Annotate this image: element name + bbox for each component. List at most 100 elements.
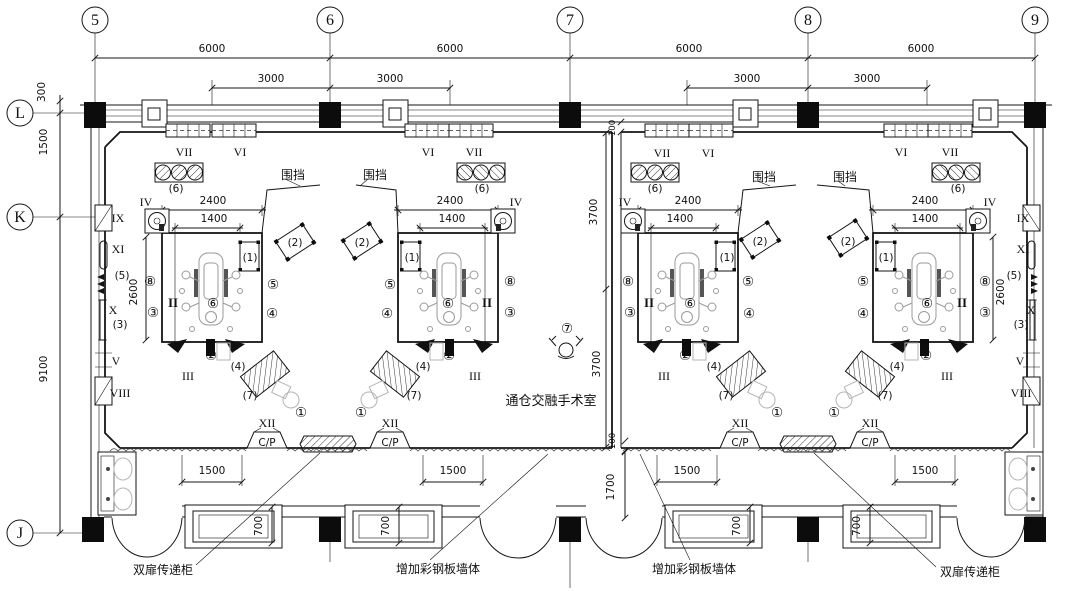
- mark-c4: ④: [266, 306, 278, 322]
- mark-p2: (2): [753, 236, 768, 248]
- dim-700: 700: [731, 516, 743, 536]
- mark-IX: IX: [112, 211, 125, 225]
- mark-III: III: [182, 369, 194, 383]
- dim-3000: 3000: [854, 73, 881, 85]
- dim-700: 700: [851, 516, 863, 536]
- leader-line: [756, 180, 771, 187]
- double-door-icon: [479, 517, 557, 559]
- box-column: [382, 99, 409, 128]
- column: [559, 517, 581, 542]
- mark-p4: (4): [707, 361, 722, 373]
- mark-c4: ④: [857, 306, 869, 322]
- grid-bubble-L: L: [15, 105, 25, 122]
- mark-c6: ⑥: [684, 296, 696, 312]
- dim-1500: 1500: [440, 465, 467, 477]
- dim-1400: 1400: [912, 213, 939, 225]
- cp-label: C/P: [731, 437, 748, 449]
- leader-line: [284, 178, 301, 187]
- mark-p4: (4): [890, 361, 905, 373]
- leader-line: [639, 453, 691, 561]
- mark-II: II: [644, 295, 654, 310]
- mark-p5: (5): [1007, 270, 1022, 282]
- mark-X: X: [1027, 303, 1036, 317]
- mark-II: II: [957, 295, 967, 310]
- column: [797, 102, 819, 128]
- cp-label: C/P: [381, 437, 398, 449]
- mark-IV: IV: [619, 195, 632, 209]
- mark-c8: ⑧: [979, 274, 991, 290]
- mark-c5: ⑤: [267, 277, 279, 293]
- grid-bubble-5: 5: [91, 12, 99, 29]
- mark-VIII: VIII: [1011, 386, 1032, 400]
- mark-p6: (6): [951, 183, 966, 195]
- room-name: 通仓交融手术室: [505, 393, 596, 409]
- mark-p7: (7): [878, 390, 893, 402]
- fence-line: [816, 184, 874, 234]
- mark-IX: IX: [1017, 211, 1030, 225]
- mark-c8: ⑧: [144, 274, 156, 290]
- cp-label: C/P: [861, 437, 878, 449]
- mark-p7: (7): [407, 390, 422, 402]
- fence-label: 围挡: [752, 170, 776, 184]
- dim-700: 700: [253, 516, 265, 536]
- dim-2400: 2400: [200, 195, 227, 207]
- mark-p4: (4): [231, 361, 246, 373]
- person-icon: [548, 335, 584, 359]
- dim-2400: 2400: [912, 195, 939, 207]
- dim-1500: 1500: [912, 465, 939, 477]
- mark-IV: IV: [140, 195, 153, 209]
- dimensions: [56, 54, 1039, 568]
- mark-II: II: [482, 295, 492, 310]
- fence-label: 围挡: [833, 170, 857, 184]
- dim-1700: 1700: [605, 474, 617, 501]
- mark-VI: VI: [702, 146, 715, 160]
- mark-c4: ④: [743, 306, 755, 322]
- or-modules: [144, 162, 991, 409]
- mark-p7: (7): [719, 390, 734, 402]
- mark-III: III: [941, 369, 953, 383]
- mark-c5: ⑤: [742, 274, 754, 290]
- fence-line: [261, 184, 321, 234]
- mark-p3: (3): [1014, 319, 1029, 331]
- double-door-icon: [111, 517, 183, 558]
- dim-3000: 3000: [377, 73, 404, 85]
- dim-3700: 3700: [588, 199, 600, 226]
- dim-100: 100: [608, 120, 618, 136]
- dim-1400: 1400: [667, 213, 694, 225]
- mark-VII: VII: [942, 145, 959, 159]
- mark-p6: (6): [475, 183, 490, 195]
- grid-bubble-8: 8: [804, 12, 812, 29]
- annotations: 6000 6000 6000 6000 3000 3000 3000 3000 …: [36, 43, 1036, 579]
- leader-line: [813, 452, 937, 568]
- dim-700: 700: [380, 516, 392, 536]
- mark-p6: (6): [169, 183, 184, 195]
- column: [559, 102, 581, 128]
- dim-6000: 6000: [437, 43, 464, 55]
- dim-1400: 1400: [201, 213, 228, 225]
- mark-VI: VI: [234, 145, 247, 159]
- mark-p1: (1): [405, 252, 420, 264]
- fence-label: 围挡: [281, 168, 305, 182]
- mark-p6: (6): [648, 183, 663, 195]
- dim-1500-lk: 1500: [38, 129, 50, 156]
- mark-VI: VI: [422, 145, 435, 159]
- box-column: [972, 99, 999, 128]
- mark-VII: VII: [466, 145, 483, 159]
- fitted-items: [94, 123, 1044, 549]
- mark-c6: ⑥: [921, 296, 933, 312]
- mark-c4: ④: [381, 306, 393, 322]
- dim-3000: 3000: [734, 73, 761, 85]
- mark-c3: ③: [504, 305, 516, 321]
- mark-p4: (4): [416, 361, 431, 373]
- mark-c6: ⑥: [442, 296, 454, 312]
- mark-XII: XII: [382, 416, 399, 430]
- mark-XII: XII: [862, 416, 879, 430]
- mark-c5: ⑤: [857, 274, 869, 290]
- mark-XI: XI: [1017, 242, 1030, 256]
- dim-6000: 6000: [908, 43, 935, 55]
- box-column: [732, 99, 759, 128]
- mark-c1: ①: [355, 405, 367, 421]
- mark-c6: ⑥: [207, 296, 219, 312]
- grid-bubble-K: K: [14, 209, 26, 226]
